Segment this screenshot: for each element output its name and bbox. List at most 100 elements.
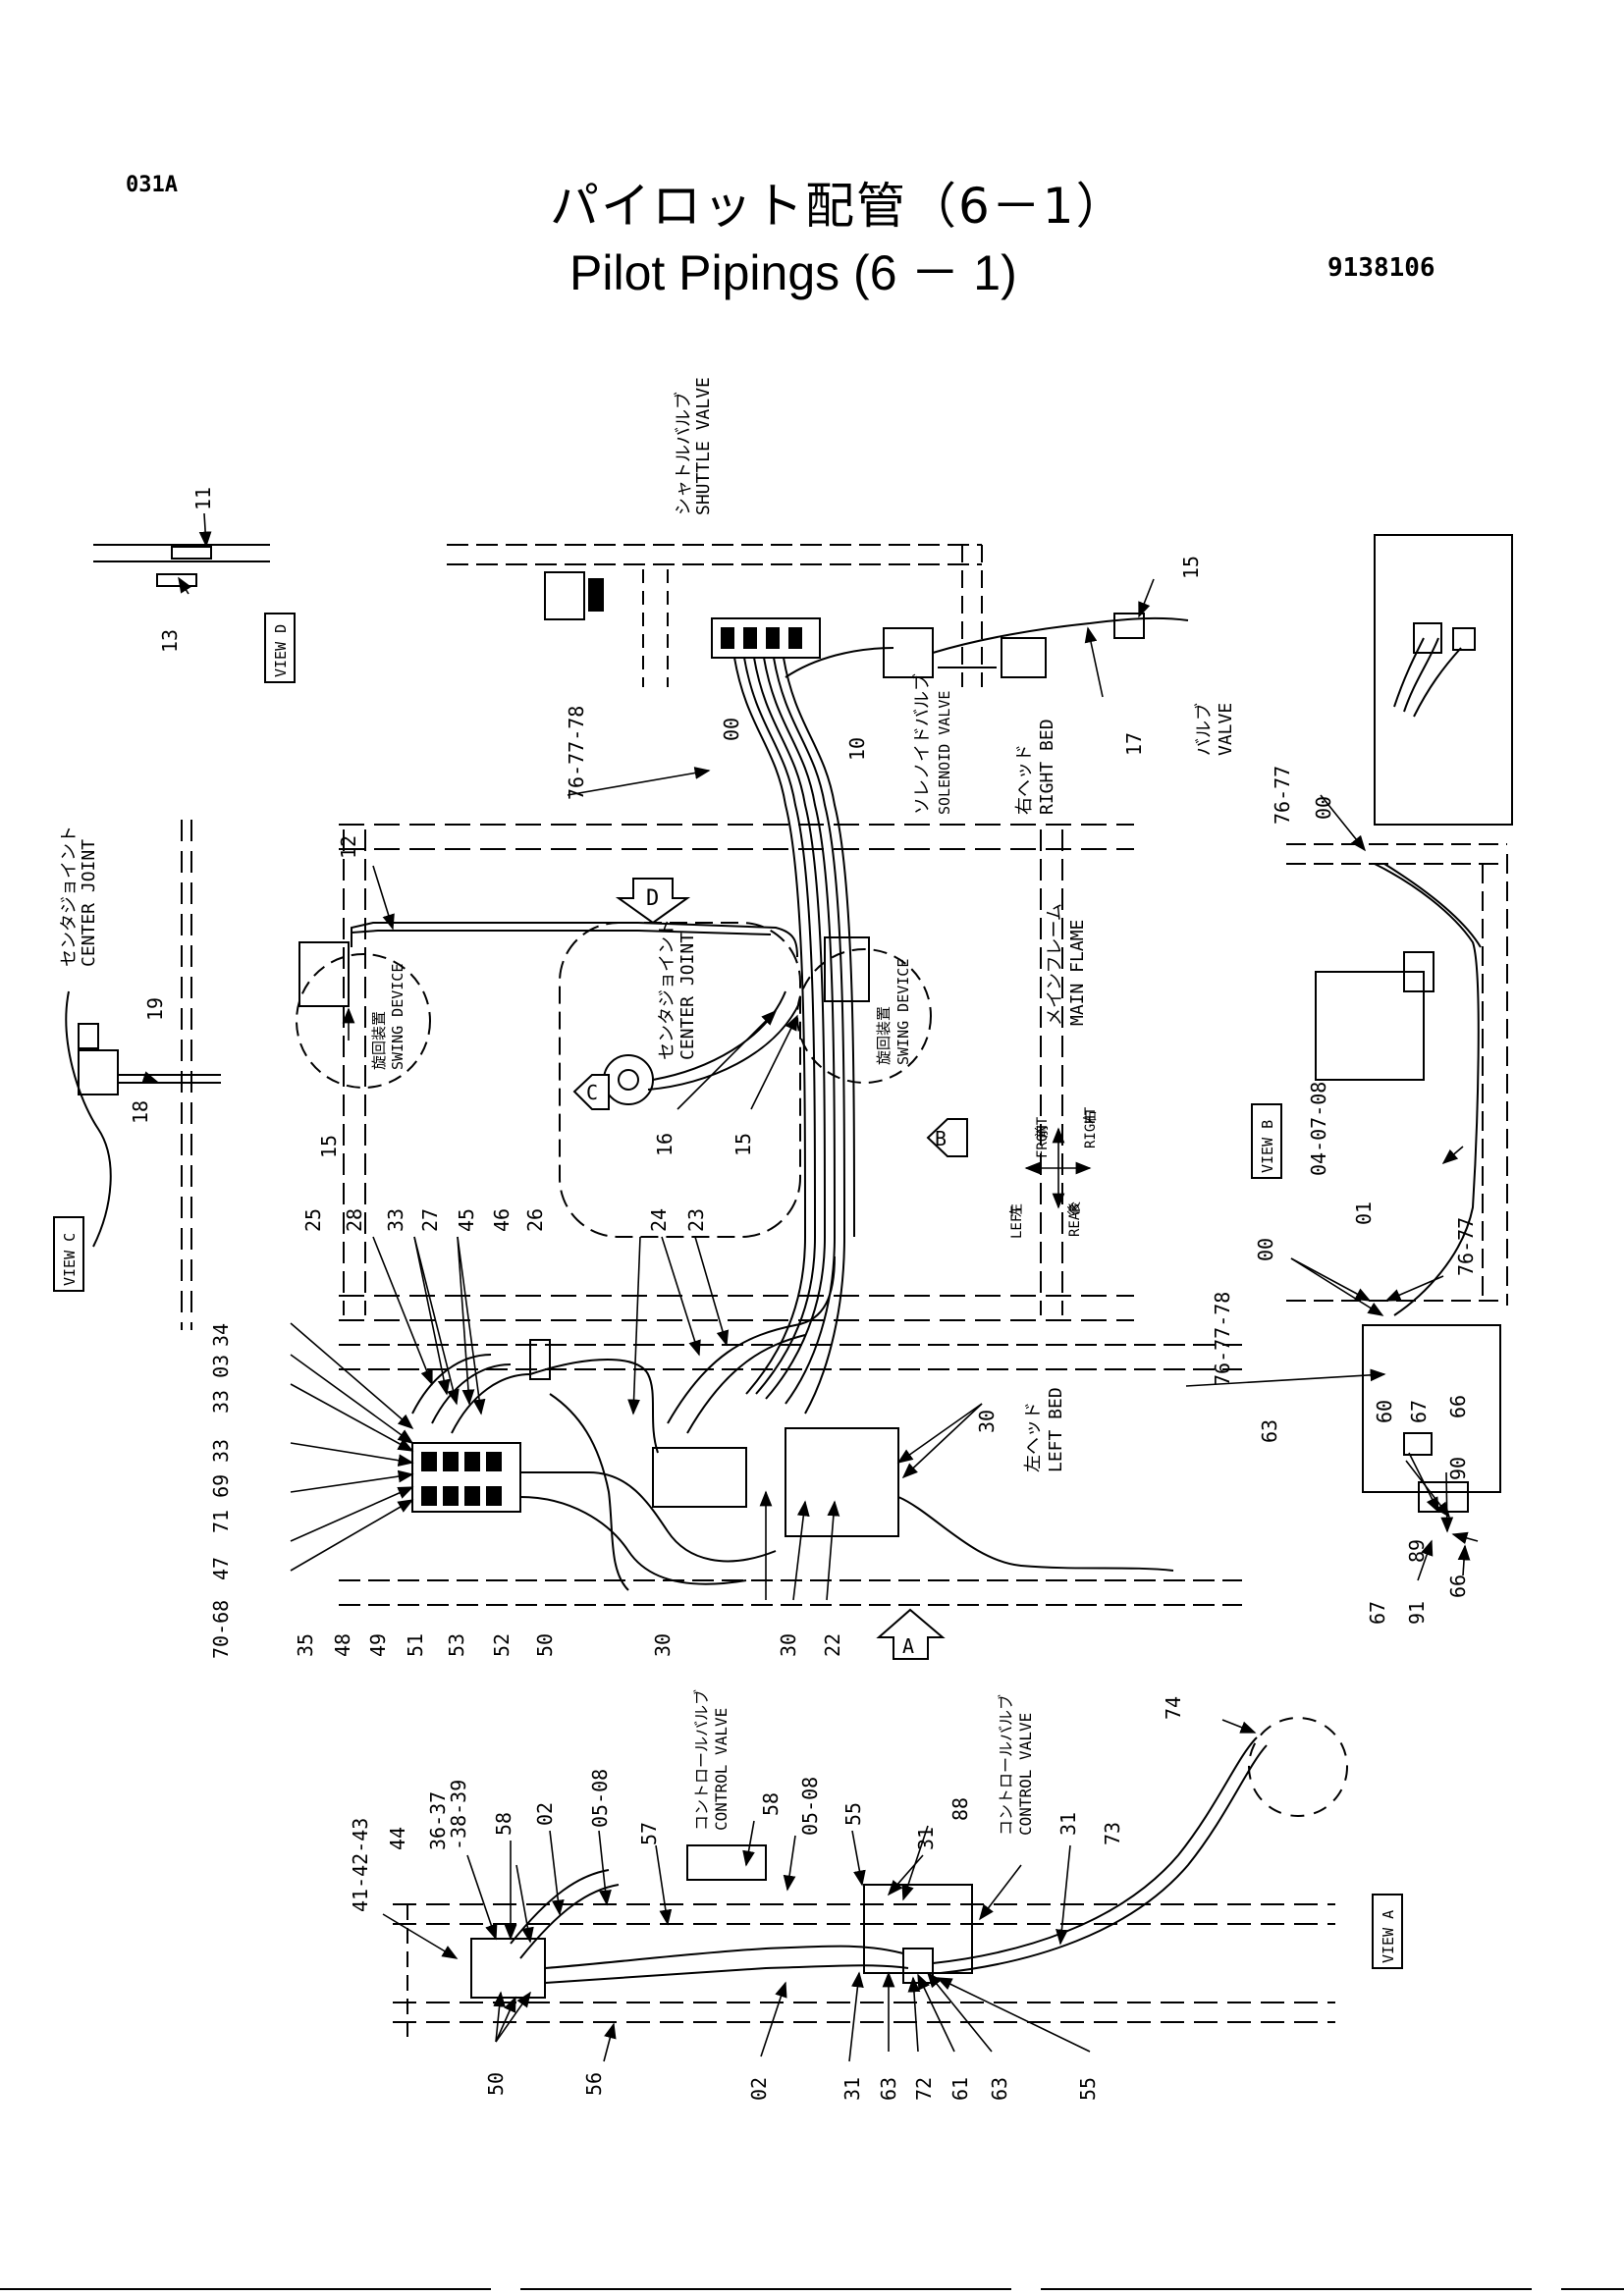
part-number: 13 xyxy=(158,629,182,653)
part-number: 31 xyxy=(914,1827,938,1850)
leader-lines xyxy=(141,512,1479,2062)
part-number: 50 xyxy=(484,2072,508,2096)
marker-a: A xyxy=(902,1634,914,1658)
part-number: -38-39 xyxy=(447,1780,470,1850)
part-number: 35 xyxy=(294,1633,317,1657)
valve-label-jp: バルブ xyxy=(1193,703,1215,756)
part-number: 01 xyxy=(1352,1201,1376,1225)
sheet-code: 031A xyxy=(126,173,178,197)
valve-label-en: VALVE xyxy=(1216,703,1236,756)
part-number: 72 xyxy=(912,2077,936,2101)
part-number: 33 xyxy=(384,1208,407,1232)
part-number: 63 xyxy=(1258,1419,1281,1443)
main-frame-label-en: MAIN FLAME xyxy=(1067,920,1088,1026)
part-number: 66 xyxy=(1446,1395,1470,1418)
part-number: 88 xyxy=(948,1797,972,1821)
part-number: 76-77-78 xyxy=(1211,1292,1234,1386)
solenoid-valve-label-jp: ソレノイドバルブ xyxy=(911,673,933,815)
part-number: 10 xyxy=(845,737,869,761)
part-number: 22 xyxy=(821,1633,844,1657)
part-number: 52 xyxy=(490,1633,514,1657)
view-tag-b: VIEW B xyxy=(1251,1103,1282,1179)
svg-text:VIEW B: VIEW B xyxy=(1259,1120,1276,1173)
part-number: 11 xyxy=(191,487,215,510)
part-number: 56 xyxy=(582,2072,606,2096)
part-number: 53 xyxy=(445,1633,468,1657)
part-numbers: 11 13 15 17 10 00 76-77-78 12 19 18 15 1… xyxy=(129,487,1478,2101)
part-number: 47 xyxy=(209,1557,233,1580)
part-number: 49 xyxy=(366,1633,390,1657)
control-valve-2-label-en: CONTROL VALVE xyxy=(1016,1713,1035,1836)
part-number: 16 xyxy=(653,1133,677,1156)
part-number: 74 xyxy=(1162,1696,1185,1720)
part-number: 45 xyxy=(455,1208,478,1232)
compass: 前 FRONT 後 REAR 左 LEFT 右 RIGHT xyxy=(1009,1106,1099,1239)
part-number: 57 xyxy=(637,1822,661,1845)
part-number: 76-77-78 xyxy=(565,706,588,800)
swing-device-label-en: SWING DEVICE xyxy=(389,964,406,1070)
swing-device-2-label-en: SWING DEVICE xyxy=(894,959,912,1065)
part-number: 58 xyxy=(759,1792,783,1816)
center-joint-view-label-jp: センタジョイント xyxy=(59,826,80,967)
part-number: 76-77 xyxy=(1271,766,1294,825)
view-arrow-b xyxy=(926,1118,968,1157)
right-bed-label-jp: 右ヘッド xyxy=(1014,744,1035,815)
control-valve-label-en: CONTROL VALVE xyxy=(712,1708,731,1831)
part-number: 55 xyxy=(841,1802,865,1826)
view-tag-a: VIEW A xyxy=(1372,1894,1403,1969)
part-number: 31 xyxy=(840,2077,864,2101)
part-number: 04-07-08 xyxy=(1307,1082,1330,1176)
part-number: 19 xyxy=(143,997,167,1021)
part-number: 00 xyxy=(1312,796,1335,820)
control-valve-2-label-jp: コントロールバルブ xyxy=(997,1694,1015,1836)
part-number: 00 xyxy=(720,718,743,741)
part-number: 51 xyxy=(404,1633,427,1657)
part-number: 34 xyxy=(209,1323,233,1347)
svg-text:後: 後 xyxy=(1067,1201,1083,1215)
title-english: Pilot Pipings (6 － 1) xyxy=(569,245,1017,300)
part-number: 58 xyxy=(492,1812,515,1836)
part-number: 63 xyxy=(877,2077,900,2101)
left-bed-label-en: LEFT BED xyxy=(1046,1387,1066,1472)
part-number: 30 xyxy=(975,1410,999,1433)
part-number: 41-42-43 xyxy=(349,1818,372,1912)
svg-text:右: 右 xyxy=(1083,1110,1099,1124)
part-number: 91 xyxy=(1405,1601,1429,1625)
solenoid-valve-label-en: SOLENOID VALVE xyxy=(936,691,953,815)
view-arrow-a xyxy=(876,1608,946,1660)
left-bed-label-jp: 左ヘッド xyxy=(1023,1402,1044,1472)
svg-text:REAR: REAR xyxy=(1067,1203,1083,1237)
part-number: 60 xyxy=(1373,1400,1396,1423)
part-number: 26 xyxy=(523,1208,547,1232)
part-number: 00 xyxy=(1254,1238,1277,1261)
part-number: 28 xyxy=(343,1208,366,1232)
part-number: 89 xyxy=(1405,1539,1429,1563)
component-labels: シャトルバルブ SHUTTLE VALVE ソレノイドバルブ SOLENOID … xyxy=(59,377,1236,1836)
part-number: 02 xyxy=(747,2077,771,2101)
svg-text:VIEW A: VIEW A xyxy=(1380,1910,1397,1963)
part-number: 50 xyxy=(533,1633,557,1657)
part-number: 36-37 xyxy=(426,1791,450,1850)
part-number: 17 xyxy=(1122,732,1146,756)
part-number: 05-08 xyxy=(588,1769,612,1828)
view-arrow-c xyxy=(572,1074,610,1110)
view-tag-d: VIEW D xyxy=(264,613,296,683)
part-number: 61 xyxy=(948,2077,972,2101)
view-tag-c: VIEW C xyxy=(53,1216,84,1292)
part-number: 12 xyxy=(337,835,360,859)
svg-text:左: 左 xyxy=(1009,1203,1025,1217)
part-number: 67 xyxy=(1366,1601,1389,1625)
part-number: 30 xyxy=(777,1633,800,1657)
part-number: 15 xyxy=(731,1133,755,1156)
center-joint-view-label-en: CENTER JOINT xyxy=(79,839,99,967)
svg-text:前: 前 xyxy=(1034,1125,1051,1139)
components xyxy=(78,534,1513,1999)
part-number: 23 xyxy=(684,1208,708,1232)
part-number: 30 xyxy=(651,1633,675,1657)
main-frame-label-jp: メインフレーム xyxy=(1045,903,1065,1026)
part-number: 27 xyxy=(418,1208,442,1232)
part-number: 46 xyxy=(490,1208,514,1232)
shuttle-valve-label-jp: シャトルバルブ xyxy=(673,392,694,515)
marker-b: B xyxy=(935,1127,947,1150)
